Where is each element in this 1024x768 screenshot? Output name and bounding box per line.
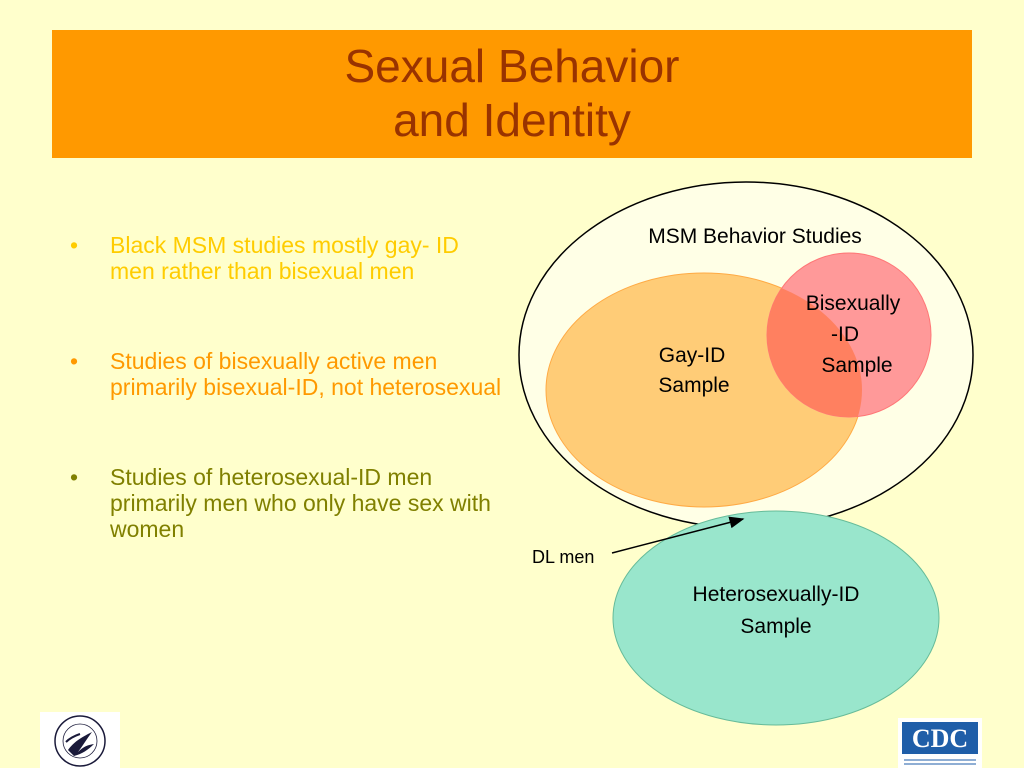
heterosexual-id-label-line1: Heterosexually-ID: [693, 583, 860, 606]
gay-id-label-line2: Sample: [658, 374, 729, 397]
hhs-seal-logo: [40, 712, 120, 768]
bisexual-id-label-line2: -ID: [831, 323, 859, 346]
dl-men-label: DL men: [532, 547, 594, 567]
gay-id-label-line1: Gay-ID: [659, 344, 726, 367]
bullet-item: • Studies of bisexually active men prima…: [70, 348, 510, 400]
title-bar: Sexual Behavior and Identity: [52, 30, 972, 158]
msm-behavior-label: MSM Behavior Studies: [648, 225, 862, 248]
bullet-icon: •: [70, 348, 79, 374]
title-line-2: and Identity: [393, 94, 631, 146]
bisexual-id-label-line1: Bisexually: [806, 292, 901, 315]
title-line-1: Sexual Behavior: [344, 40, 680, 92]
bullet-icon: •: [70, 464, 79, 490]
bisexual-id-label-line3: Sample: [821, 354, 892, 377]
bullet-text: Black MSM studies mostly gay- ID men rat…: [110, 232, 459, 284]
dl-men-arrow: [611, 516, 745, 554]
cdc-logo-text: CDC: [912, 724, 968, 753]
bullet-text: Studies of heterosexual-ID men primarily…: [110, 464, 491, 542]
bullet-list: • Black MSM studies mostly gay- ID men r…: [70, 232, 510, 542]
bullet-text: Studies of bisexually active men primari…: [110, 348, 502, 400]
cdc-logo: CDC: [898, 718, 982, 768]
bullet-item: • Studies of heterosexual-ID men primari…: [70, 464, 510, 542]
bullet-icon: •: [70, 232, 79, 258]
bullet-item: • Black MSM studies mostly gay- ID men r…: [70, 232, 510, 284]
heterosexual-id-label-line2: Sample: [740, 615, 811, 638]
heterosexual-id-ellipse: [612, 510, 940, 726]
